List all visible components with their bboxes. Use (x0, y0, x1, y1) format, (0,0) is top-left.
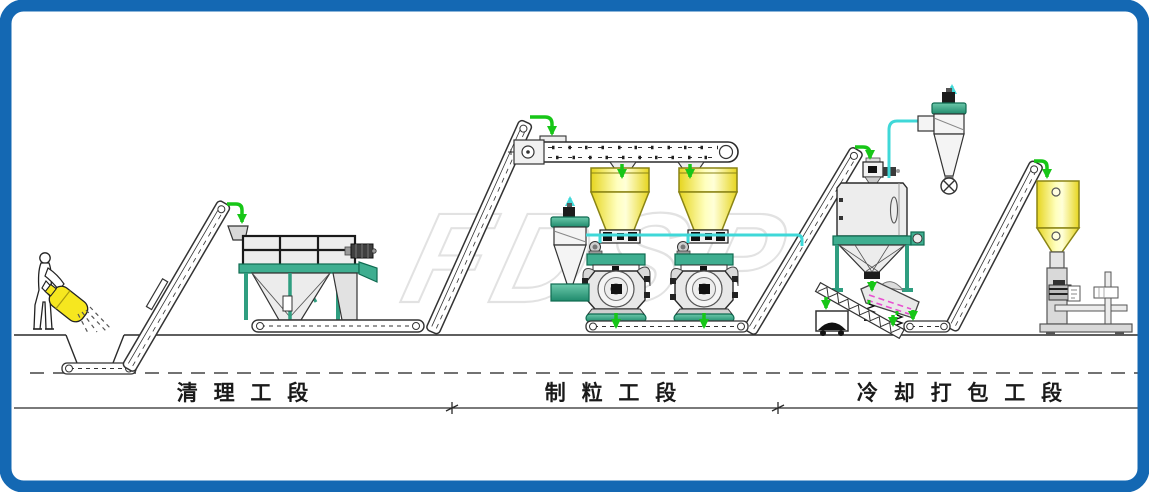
flow-arrow-to-cooler (855, 145, 875, 160)
cooler-air-pipe (887, 119, 918, 178)
pouring-material (77, 306, 113, 334)
flow-arrow-to-cleaner (227, 202, 247, 224)
inclined-conveyor-4 (945, 160, 1043, 332)
drum-cleaner-icon (227, 225, 378, 321)
flow-arrows (227, 115, 1052, 329)
inclined-conveyor-2 (426, 119, 533, 335)
aspiration-cyclone-icon (550, 196, 590, 302)
flow-arrow-to-drag-conveyor (530, 115, 557, 136)
cooling-cyclone-icon (917, 84, 967, 195)
counterflow-cooler-icon (832, 157, 925, 292)
inclined-conveyor-1 (122, 200, 231, 372)
section-dimension-line (14, 402, 1141, 414)
section-label-cleaning: 清 理 工 段 (177, 381, 314, 405)
fines-cart-icon (815, 310, 849, 336)
flow-arrow-to-packing-hopper (1034, 159, 1052, 179)
drag-chain-conveyor-icon (508, 135, 739, 173)
grader-discharge-conveyor (903, 320, 951, 333)
screen-deck-lines (866, 294, 912, 315)
ground-lines (14, 334, 1141, 374)
fines-return-conveyor-icon (814, 281, 905, 340)
section-label-pelletizing: 制 粒 工 段 (545, 381, 682, 405)
pellet-takeaway-conveyor (585, 320, 749, 333)
aspiration-pipe (586, 233, 804, 246)
section-label-cooling-packing: 冷 却 打 包 工 段 (857, 381, 1067, 405)
conveyor-support (145, 278, 169, 311)
person-with-bag-icon (33, 252, 113, 334)
feed-bag (44, 283, 89, 323)
packing-hopper-icon (1035, 180, 1081, 253)
bagging-machine-icon (1039, 251, 1133, 335)
receiving-pit-walls (65, 334, 125, 364)
cleaner-discharge-conveyor (251, 319, 425, 333)
